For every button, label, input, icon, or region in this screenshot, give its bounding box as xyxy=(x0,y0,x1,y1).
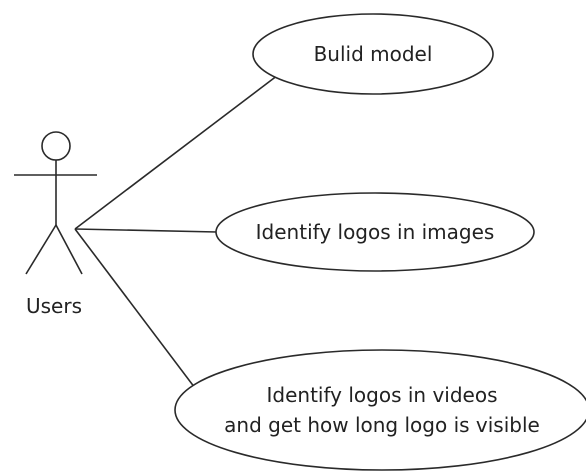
actor-right-leg xyxy=(55,224,83,275)
use-case-label: Identify logos in images xyxy=(256,220,495,244)
use-case-ellipse xyxy=(174,349,586,471)
use-case-label-line-1: Identify logos in videos xyxy=(267,383,498,407)
use-case-label-line-2: and get how long logo is visible xyxy=(224,413,540,437)
actor-users: Users xyxy=(14,131,97,318)
use-case-identify-videos: Identify logos in videos and get how lon… xyxy=(174,349,586,471)
actor-left-leg xyxy=(25,224,57,275)
use-case-identify-images: Identify logos in images xyxy=(215,192,535,272)
association-line-build-model xyxy=(74,71,283,230)
use-case-label: Bulid model xyxy=(314,42,433,66)
association-line-identify-images xyxy=(74,228,218,233)
actor-label: Users xyxy=(26,294,82,318)
associations xyxy=(74,71,283,393)
use-case-ellipse xyxy=(215,192,535,272)
actor-head xyxy=(41,131,71,161)
use-case-ellipse xyxy=(252,13,494,95)
association-line-identify-videos xyxy=(74,228,199,393)
use-case-build-model: Bulid model xyxy=(252,13,494,95)
